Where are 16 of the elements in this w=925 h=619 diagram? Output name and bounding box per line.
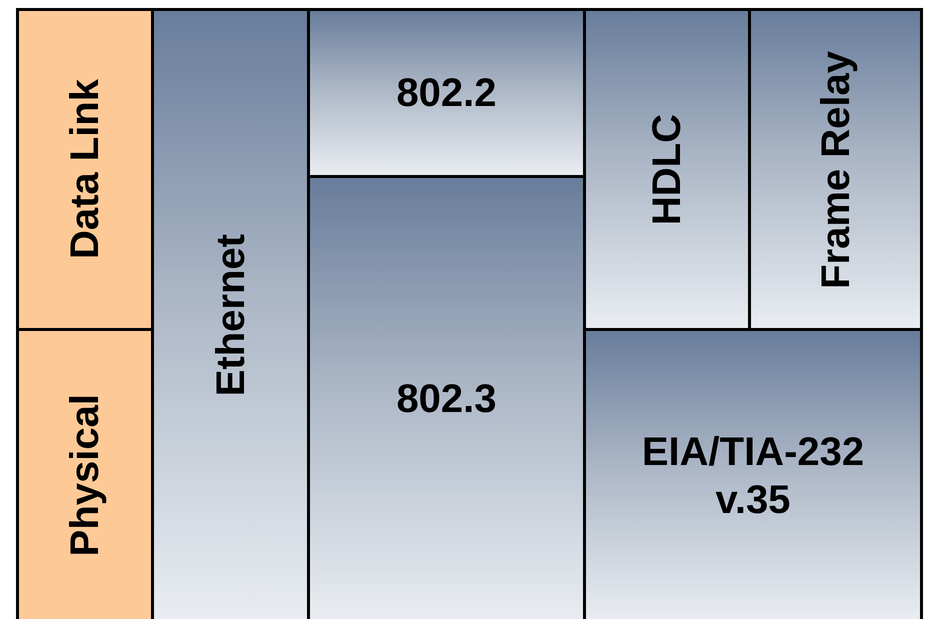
protocol-box — [583, 8, 751, 331]
layer-name: Data Link — [62, 79, 108, 260]
protocol-name: 802.2 — [396, 70, 497, 117]
protocol-box — [307, 8, 586, 178]
protocol-box — [583, 328, 923, 619]
layer-box — [16, 328, 154, 619]
protocol-name: EIA/TIA-232 v.35 — [640, 428, 866, 524]
protocol-name: Ethernet — [208, 234, 254, 397]
protocol-box — [748, 8, 923, 331]
protocol-box — [307, 175, 586, 619]
protocol-name: Frame Relay — [812, 50, 858, 288]
layer-name: Physical — [62, 394, 108, 557]
layer-box — [16, 8, 154, 331]
protocol-name: 802.3 — [396, 376, 497, 423]
protocol-box — [151, 8, 310, 619]
protocol-name: HDLC — [644, 114, 690, 226]
